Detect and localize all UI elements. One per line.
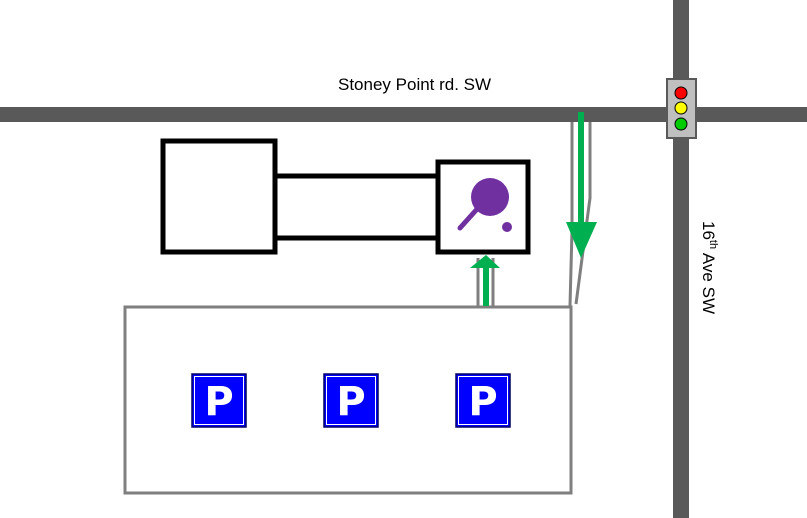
route-arrow-up (470, 255, 500, 306)
road-label-16th-ave: 16th Ave SW (699, 221, 719, 314)
parking-sign-label: P (468, 379, 497, 425)
street-number: 16 (699, 221, 718, 240)
parking-sign-label: P (336, 379, 365, 425)
driveway-outer (568, 122, 574, 307)
route-arrow-down (566, 112, 597, 258)
parking-sign-icon: P (191, 373, 247, 428)
road-label-stoney-point: Stoney Point rd. SW (338, 75, 491, 94)
parking-sign-icon: P (323, 373, 379, 428)
street-suffix: th (707, 240, 719, 249)
parking-sign-icon: P (455, 373, 511, 428)
building-corridor (272, 173, 441, 241)
road-16th-ave (673, 0, 689, 518)
traffic-light-icon (666, 78, 697, 139)
building-hall (160, 138, 278, 255)
parking-sign-label: P (204, 379, 233, 425)
street-name: Ave SW (699, 249, 718, 314)
road-stoney-point (0, 107, 807, 122)
table-tennis-paddle-icon (457, 178, 512, 232)
driveway-inner (574, 122, 592, 305)
